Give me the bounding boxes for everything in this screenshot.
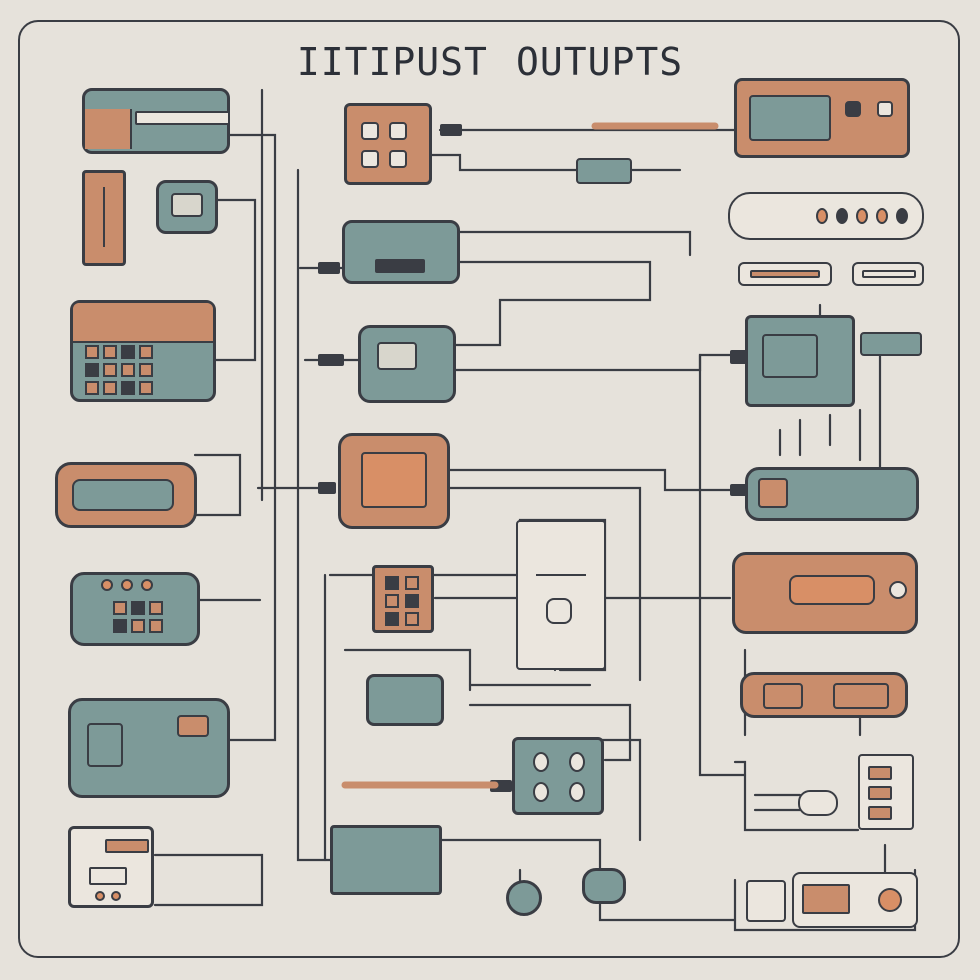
bottom-knob-1 — [506, 880, 542, 916]
bottom-knob-2 — [582, 868, 626, 904]
center-device-3 — [342, 220, 460, 284]
left-keypad-device — [70, 300, 216, 402]
left-control-panel — [70, 572, 200, 646]
diagram-frame — [18, 20, 960, 958]
right-small-device — [746, 880, 786, 922]
right-bottom-panel — [792, 872, 918, 928]
left-device-2 — [82, 170, 126, 266]
right-monitor-device — [734, 78, 910, 158]
center-device-2 — [576, 158, 632, 184]
right-antenna-device — [860, 332, 922, 356]
center-bottom-panel — [330, 825, 442, 895]
center-keypad — [372, 565, 434, 633]
right-led-strip — [728, 192, 924, 240]
center-device-6 — [366, 674, 444, 726]
center-device-5 — [338, 433, 450, 529]
right-rack-device — [745, 467, 919, 521]
right-slot-1 — [738, 262, 832, 286]
center-dial-device — [512, 737, 604, 815]
left-device-1 — [82, 88, 230, 154]
center-device-1 — [344, 103, 432, 185]
right-display-device — [732, 552, 918, 634]
center-frame-device — [516, 520, 606, 670]
right-knob-device — [798, 790, 838, 816]
left-display-device — [55, 462, 197, 528]
title-outputs: OUTUPTS — [515, 40, 684, 84]
center-device-4 — [358, 325, 456, 403]
left-large-device — [68, 698, 230, 798]
diagram-title: IITIPUST OUTUPTS — [0, 40, 980, 84]
left-device-3 — [156, 180, 218, 234]
left-small-panel — [68, 826, 154, 908]
right-tall-device — [858, 754, 914, 830]
right-square-device — [745, 315, 855, 407]
right-slot-2 — [852, 262, 924, 286]
title-inputs: IITIPUST — [296, 40, 488, 84]
right-long-panel — [740, 672, 908, 718]
